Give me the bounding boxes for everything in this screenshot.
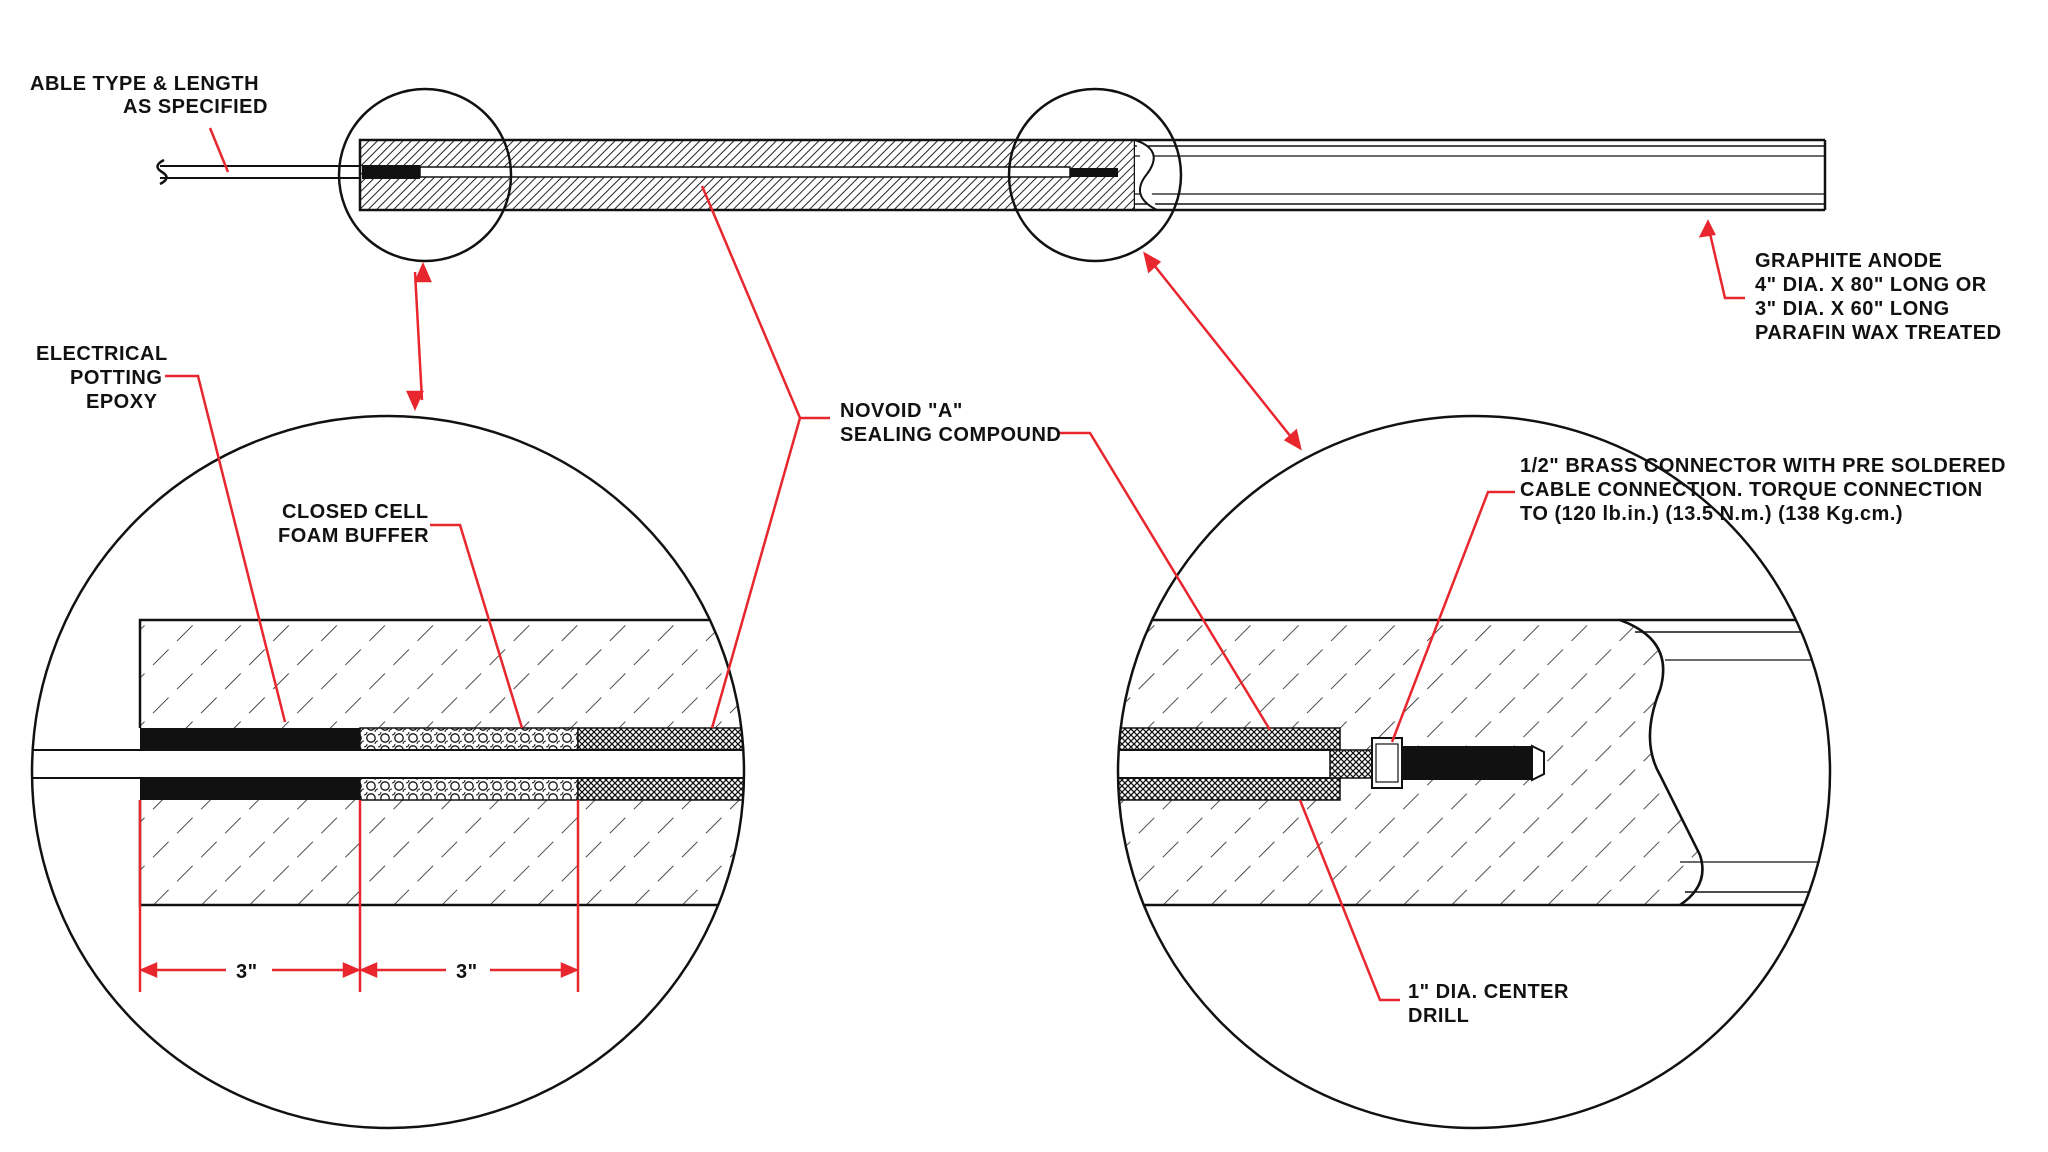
cable-label-line1: ABLE TYPE & LENGTH bbox=[30, 73, 259, 95]
cable-label: ABLE TYPE & LENGTH AS SPECIFIED bbox=[30, 73, 268, 118]
brass-label-line1: 1/2" BRASS CONNECTOR WITH PRE SOLDERED bbox=[1520, 455, 2006, 477]
potting-epoxy-fill bbox=[140, 728, 360, 750]
drill-label-line2: DRILL bbox=[1408, 1005, 1469, 1027]
cable-label-line2: AS SPECIFIED bbox=[123, 96, 268, 118]
anode-label-line2: 4" DIA. X 80" LONG OR bbox=[1755, 274, 1987, 296]
dimension-lines bbox=[138, 800, 580, 992]
dimension-label-2: 3" bbox=[456, 961, 478, 983]
novoid-label-line1: NOVOID "A" bbox=[840, 400, 963, 422]
brass-label-line3: TO (120 lb.in.) (13.5 N.m.) (138 Kg.cm.) bbox=[1520, 503, 1903, 525]
cable bbox=[156, 158, 360, 186]
detail-circle-left-top bbox=[337, 87, 513, 263]
anode-label-line3: 3" DIA. X 60" LONG bbox=[1755, 298, 1950, 320]
epoxy-label: ELECTRICAL POTTING EPOXY bbox=[36, 343, 168, 413]
novoid-label-line2: SEALING COMPOUND bbox=[840, 424, 1061, 446]
detail-circle-right-top bbox=[1007, 87, 1183, 263]
novoid-label: NOVOID "A" SEALING COMPOUND bbox=[840, 400, 1061, 446]
epoxy-label-line1: ELECTRICAL bbox=[36, 343, 168, 365]
epoxy-label-line3: EPOXY bbox=[86, 391, 158, 413]
brass-connector-label: 1/2" BRASS CONNECTOR WITH PRE SOLDERED C… bbox=[1520, 455, 2006, 525]
connector-top bbox=[1070, 168, 1118, 177]
brass-label-line2: CABLE CONNECTION. TORQUE CONNECTION bbox=[1520, 479, 1983, 501]
anode-label-line1: GRAPHITE ANODE bbox=[1755, 250, 1942, 272]
connector-stud bbox=[1402, 746, 1532, 780]
detail-view-connector-end bbox=[1116, 414, 1832, 1130]
graphite-anode-body bbox=[1134, 138, 1827, 212]
top-assembly-view bbox=[156, 87, 1827, 263]
sealing-compound-fill-right bbox=[1118, 727, 1341, 751]
sealing-compound-fill bbox=[577, 727, 744, 751]
inner-bore bbox=[419, 166, 1071, 178]
foam-label: CLOSED CELL FOAM BUFFER bbox=[278, 501, 429, 547]
detail-view-cable-end: 3" 3" bbox=[30, 414, 746, 1130]
foam-label-line1: CLOSED CELL bbox=[282, 501, 429, 523]
drill-label-line1: 1" DIA. CENTER bbox=[1408, 981, 1569, 1003]
leader-lines bbox=[165, 127, 1745, 1002]
foam-buffer-fill bbox=[359, 727, 579, 751]
foam-label-line2: FOAM BUFFER bbox=[278, 525, 429, 547]
anode-label-line4: PARAFIN WAX TREATED bbox=[1755, 322, 2002, 344]
epoxy-label-line2: POTTING bbox=[70, 367, 162, 389]
detail-circle-left bbox=[30, 414, 746, 1130]
dimension-label-1: 3" bbox=[236, 961, 258, 983]
potting-epoxy-core bbox=[362, 165, 420, 179]
detail-circle-right bbox=[1116, 414, 1832, 1130]
anode-label: GRAPHITE ANODE 4" DIA. X 80" LONG OR 3" … bbox=[1755, 250, 2002, 344]
center-drill-label: 1" DIA. CENTER DRILL bbox=[1408, 981, 1569, 1027]
